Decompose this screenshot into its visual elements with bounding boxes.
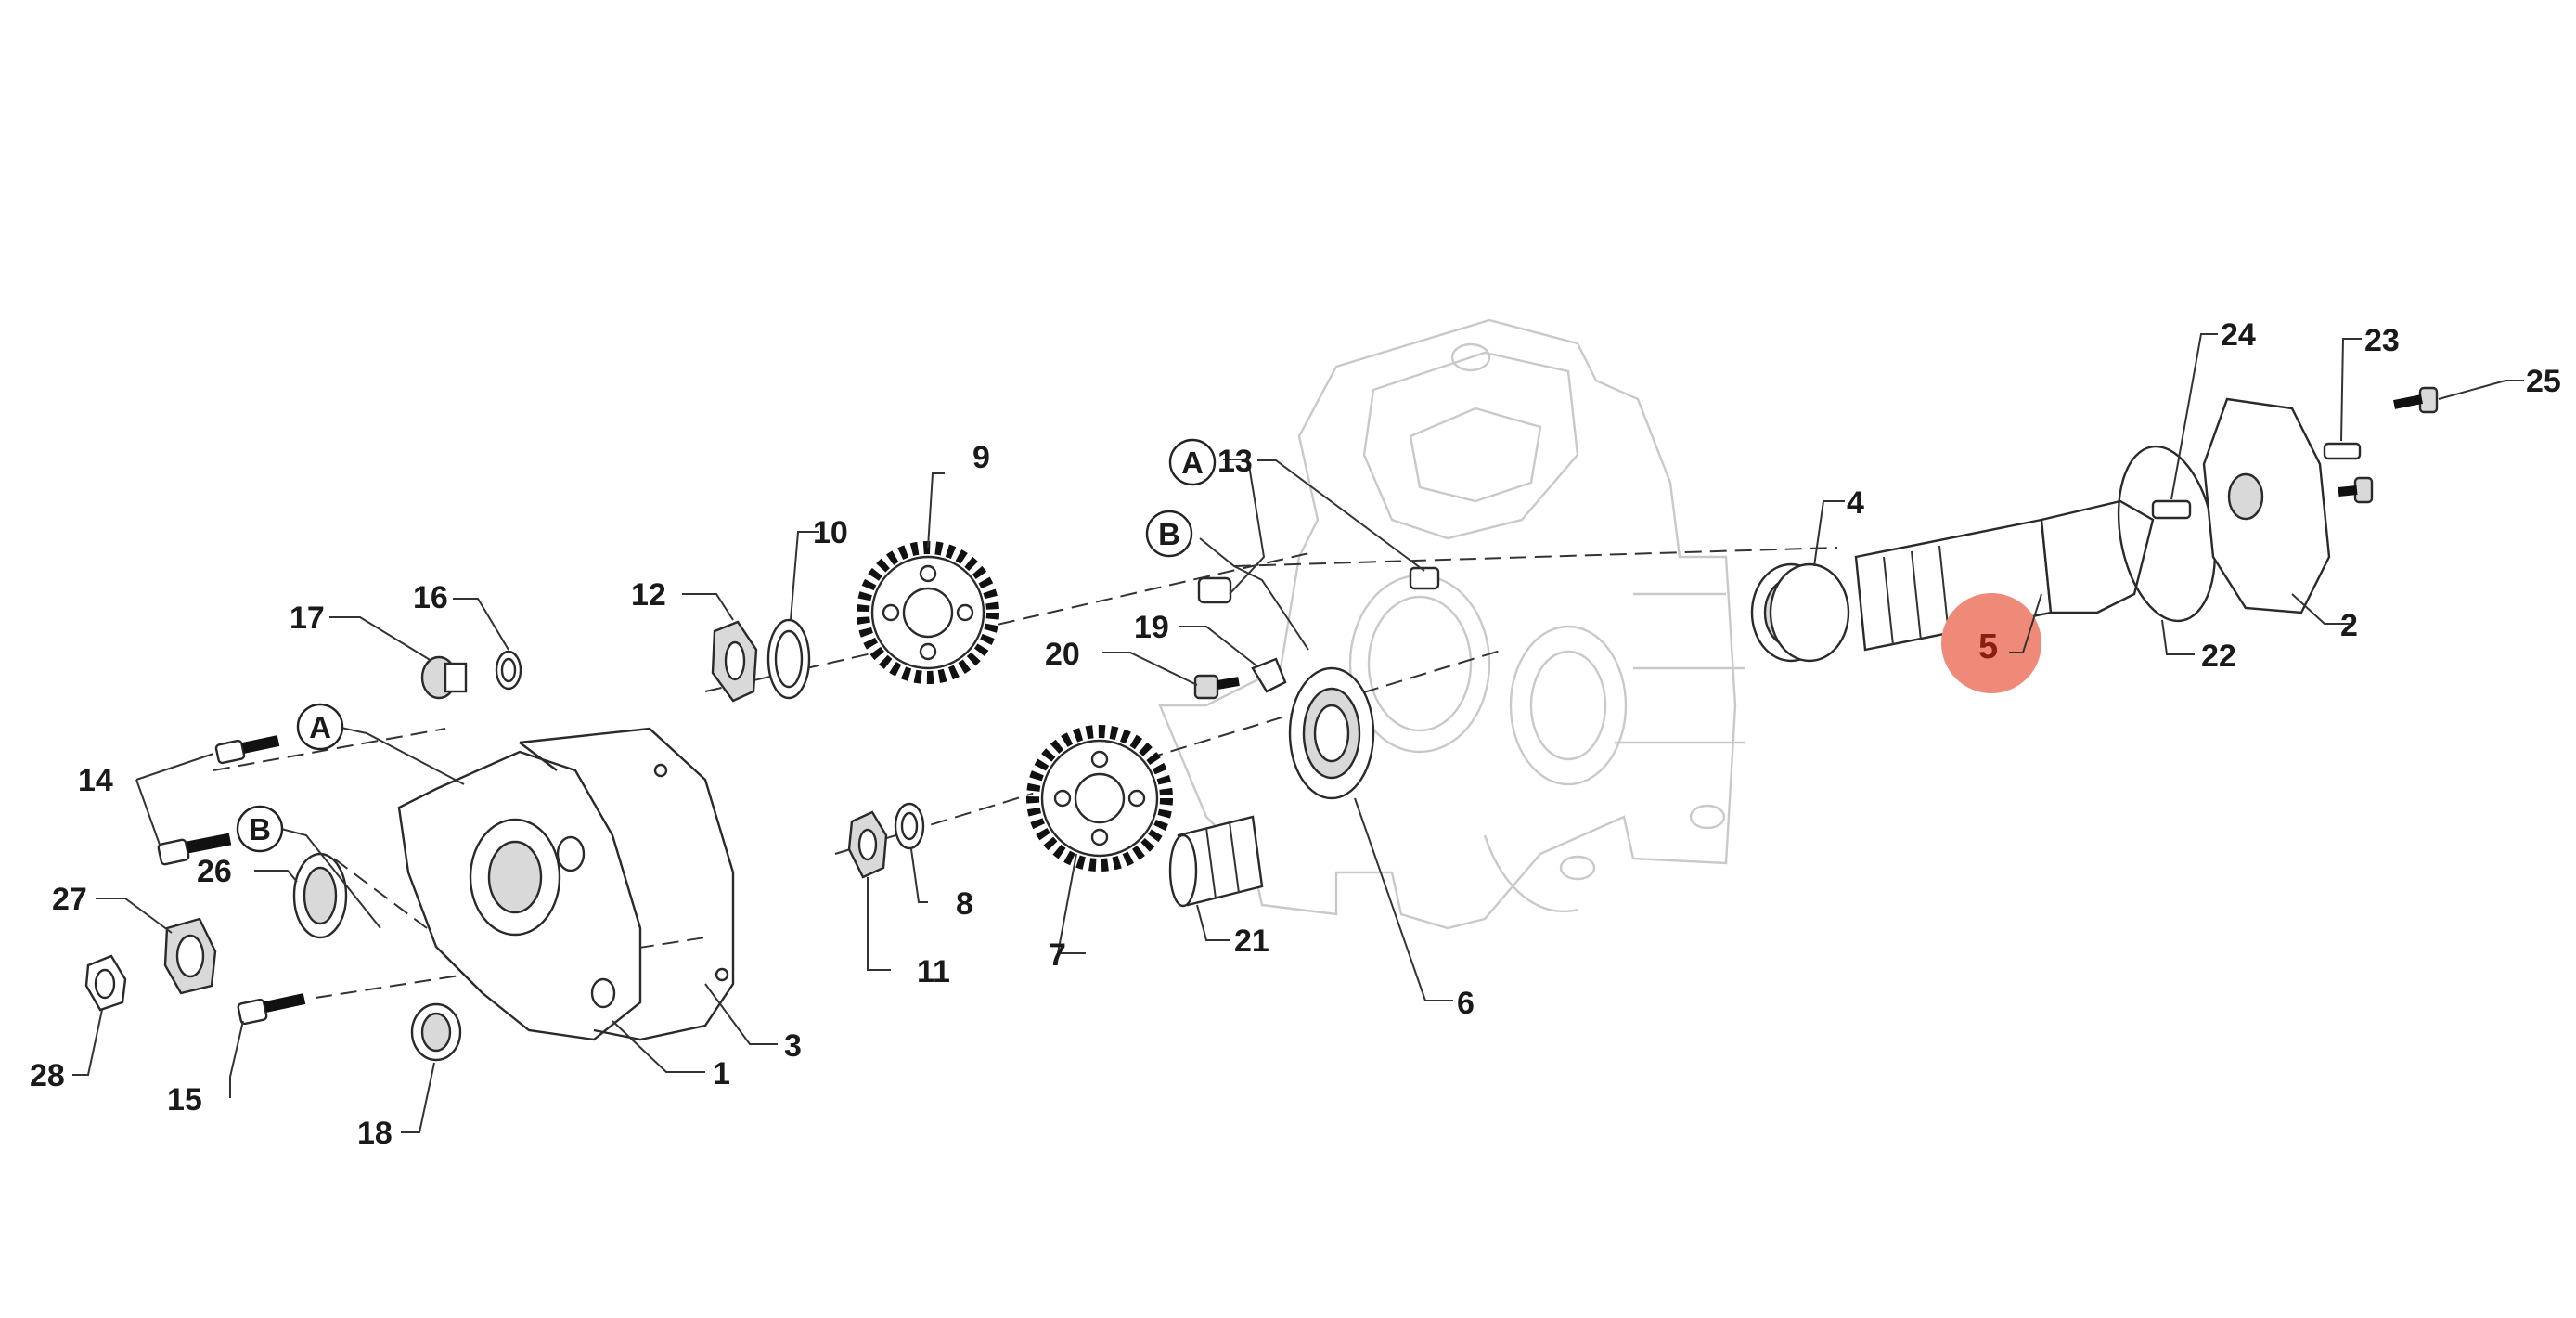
reference-letter-b-right: B	[1145, 510, 1193, 558]
part-label-13: 13	[1217, 444, 1253, 479]
part-label-8: 8	[956, 886, 973, 922]
part-dowel-13	[1409, 566, 1440, 590]
part-bolt-right	[2338, 476, 2374, 504]
part-bolt-20	[1193, 674, 1240, 700]
part-label-11: 11	[917, 954, 950, 989]
part-washer-10	[766, 618, 811, 700]
part-nut-11	[847, 810, 888, 879]
svg-text:B: B	[249, 812, 271, 846]
part-plug-18	[410, 1002, 462, 1062]
part-label-23: 23	[2364, 323, 2400, 358]
part-label-15: 15	[167, 1082, 202, 1118]
part-seal-26	[292, 852, 348, 939]
part-bolt-15	[237, 993, 306, 1026]
part-label-19: 19	[1134, 610, 1169, 645]
part-label-1: 1	[713, 1056, 730, 1092]
crankcase-housing-ghost	[1158, 318, 1745, 930]
part-plug-17	[420, 655, 468, 700]
part-sleeve-21	[1168, 815, 1264, 908]
part-gasket-3	[519, 727, 735, 1041]
part-label-2: 2	[2340, 608, 2358, 643]
part-label-4: 4	[1847, 485, 1864, 521]
part-bearing-6	[1288, 666, 1375, 800]
part-bolt-25	[2393, 386, 2439, 414]
part-label-24: 24	[2221, 317, 2256, 353]
svg-text:A: A	[309, 710, 331, 744]
part-nut-12	[711, 620, 758, 703]
svg-text:A: A	[1181, 446, 1204, 480]
part-label-18: 18	[357, 1116, 393, 1151]
part-pin-24	[2151, 499, 2192, 520]
reference-letter-a-left: A	[296, 703, 344, 751]
leader-lines	[72, 333, 2524, 1133]
part-label-28: 28	[30, 1058, 65, 1093]
reference-letter-b-left: B	[236, 805, 284, 853]
highlight-circle-part-5	[1941, 593, 2041, 693]
part-washer-8	[894, 802, 925, 850]
part-label-7: 7	[1049, 937, 1066, 973]
part-label-16: 16	[413, 580, 448, 615]
part-cover-2	[2202, 397, 2331, 614]
part-bearing-4	[1750, 562, 1850, 663]
part-washer-16	[495, 650, 522, 691]
part-cover-1	[397, 750, 642, 1041]
part-label-10: 10	[813, 515, 848, 550]
part-clip-19	[1251, 657, 1287, 693]
part-label-9: 9	[972, 440, 990, 475]
part-label-6: 6	[1457, 986, 1475, 1021]
part-gear-7	[1026, 725, 1173, 872]
part-dowel-23	[2323, 442, 2362, 460]
part-label-26: 26	[197, 854, 232, 889]
svg-text:B: B	[1158, 517, 1180, 551]
part-dowel-b	[1197, 576, 1232, 604]
part-bolts-14	[157, 735, 280, 866]
part-nut-28	[84, 954, 127, 1012]
part-gear-9	[857, 541, 999, 684]
part-label-21: 21	[1234, 924, 1269, 959]
reference-letter-a-right: A	[1168, 438, 1217, 486]
part-label-5: 5	[1978, 627, 1998, 666]
part-label-12: 12	[631, 577, 666, 613]
part-label-22: 22	[2201, 639, 2236, 674]
part-label-20: 20	[1045, 637, 1080, 672]
part-labels: 1 2 3 4 5 6 7 8 9 10 11 12 13 14 15 16 1…	[30, 317, 2561, 1151]
part-label-27: 27	[52, 882, 87, 917]
part-label-25: 25	[2526, 364, 2561, 399]
part-nut-27	[163, 917, 217, 995]
part-label-14: 14	[78, 763, 113, 798]
part-label-17: 17	[290, 601, 325, 636]
part-label-3: 3	[784, 1028, 802, 1064]
